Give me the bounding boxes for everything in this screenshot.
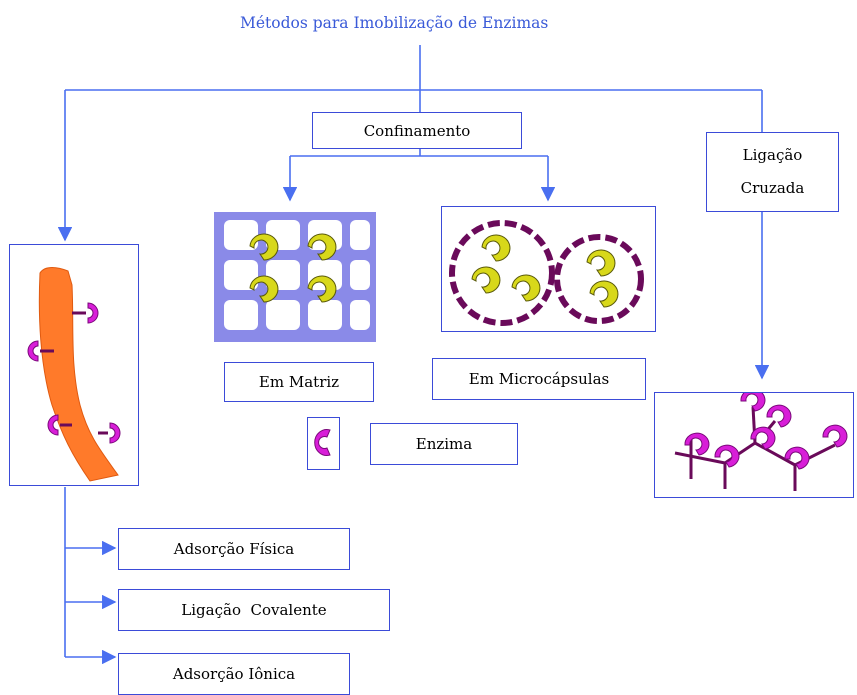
enzima-label: Enzima xyxy=(415,435,473,453)
ligacao-cruzada-label-2: Cruzada xyxy=(740,179,805,197)
enzima-box: Enzima xyxy=(370,423,518,465)
em-microcapsulas-label: Em Microcápsulas xyxy=(468,370,610,388)
adsorcao-fisica-label: Adsorção Física xyxy=(173,540,295,558)
adsorcao-fisica-box: Adsorção Física xyxy=(118,528,350,570)
adsorcao-ionica-label: Adsorção Iônica xyxy=(172,665,296,683)
diagram-title: Métodos para Imobilização de Enzimas xyxy=(240,14,549,32)
crosslinked-enzyme-icon xyxy=(674,388,848,491)
enzyme-icon xyxy=(314,429,331,456)
confinamento-label: Confinamento xyxy=(363,122,471,140)
em-microcapsulas-box: Em Microcápsulas xyxy=(432,358,646,400)
matrix-grid-icon xyxy=(214,212,376,342)
microcapsules-panel xyxy=(441,206,656,332)
matrix-picture xyxy=(214,212,376,342)
crosslink-panel xyxy=(654,388,854,498)
ligacao-cruzada-label-1: Ligação xyxy=(742,146,803,164)
microcapsule-icon xyxy=(449,220,644,326)
em-matriz-box: Em Matriz xyxy=(224,362,374,402)
enzyme-legend-icon-box xyxy=(307,417,340,470)
confinamento-box: Confinamento xyxy=(312,112,522,149)
em-matriz-label: Em Matriz xyxy=(258,373,340,391)
ligacao-cruzada-box: Ligação Cruzada xyxy=(706,132,839,212)
ligacao-covalente-label: Ligação Covalente xyxy=(181,601,327,619)
adsorcao-ionica-box: Adsorção Iônica xyxy=(118,653,350,695)
support-panel xyxy=(9,244,139,486)
support-fiber-icon xyxy=(27,267,121,482)
ligacao-covalente-box: Ligação Covalente xyxy=(118,589,390,631)
